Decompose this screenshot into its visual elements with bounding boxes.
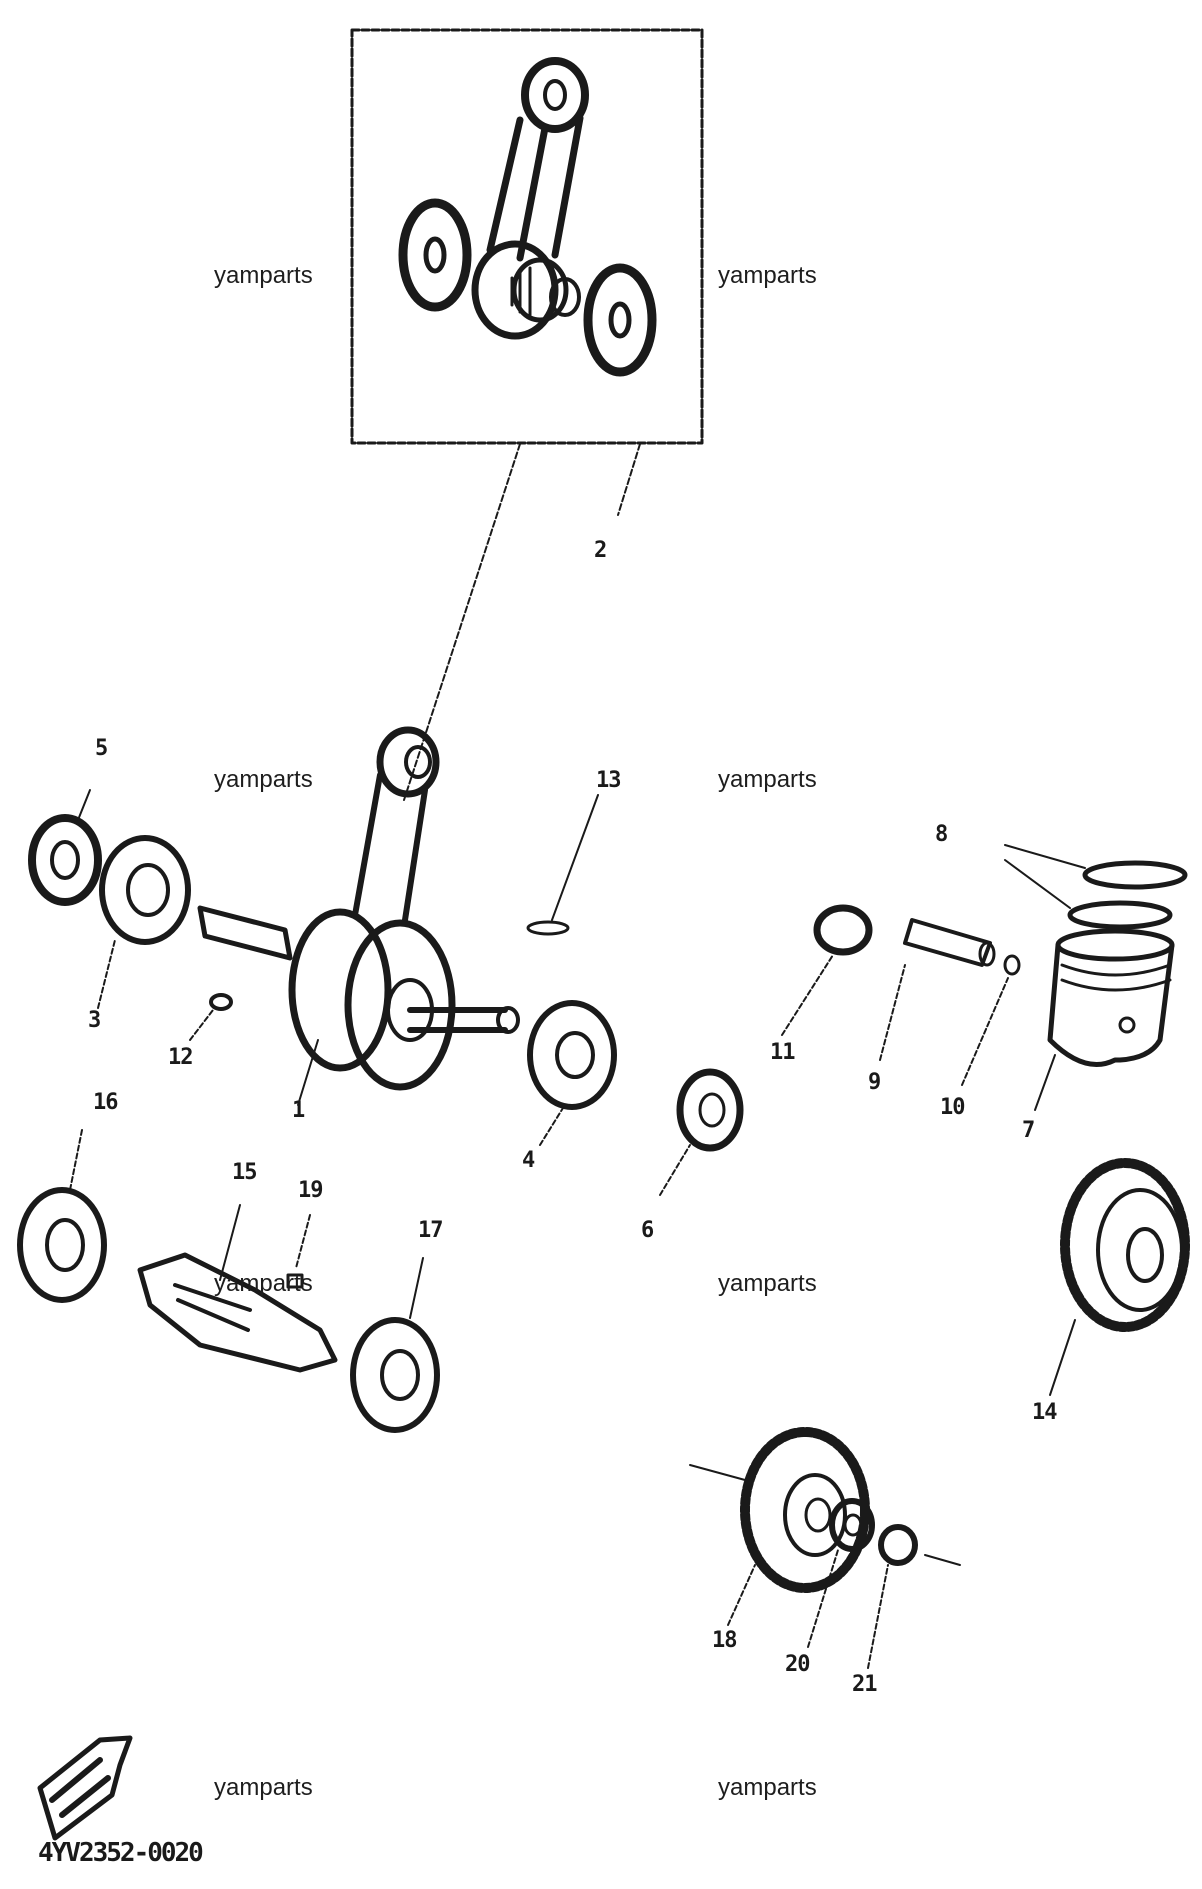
washer-20 (829, 1498, 875, 1552)
piston-ring-8b (1067, 900, 1173, 930)
callout-15: 15 (232, 1160, 257, 1185)
callout-12: 12 (168, 1045, 193, 1070)
callout-10: 10 (940, 1095, 965, 1120)
bearing-4 (527, 1000, 617, 1110)
watermark: yamparts (214, 1774, 313, 1801)
callout-16: 16 (93, 1090, 118, 1115)
watermark: yamparts (718, 262, 817, 289)
circlip-10 (1003, 954, 1021, 976)
watermark: yamparts (214, 262, 313, 289)
washer-13 (526, 920, 570, 936)
bearing-3 (99, 835, 191, 945)
piston-pin-9 (903, 918, 992, 967)
bearing-16 (17, 1187, 107, 1303)
callout-4: 4 (522, 1148, 535, 1173)
callout-18: 18 (712, 1628, 737, 1653)
callout-21: 21 (852, 1672, 877, 1697)
callout-20: 20 (785, 1652, 810, 1677)
callout-7: 7 (1022, 1118, 1035, 1143)
callout-2: 2 (594, 538, 607, 563)
crankshaft (197, 726, 520, 1091)
watermark: yamparts (718, 766, 817, 793)
leader-2 (403, 443, 521, 801)
bearing-17 (350, 1317, 440, 1433)
small-end-bearing-11 (813, 904, 873, 956)
callout-6: 6 (641, 1218, 654, 1243)
callout-8: 8 (935, 822, 948, 847)
callout-17: 17 (418, 1218, 443, 1243)
nut-21 (878, 1524, 918, 1566)
callout-13: 13 (596, 768, 621, 793)
diagram-code: 4YV2352-0020 (38, 1838, 204, 1868)
front-direction-icon (37, 1735, 133, 1841)
oil-seal-6 (676, 1068, 744, 1152)
piston-7 (1047, 928, 1175, 1067)
key-12 (209, 993, 233, 1011)
callout-19: 19 (298, 1178, 323, 1203)
callout-11: 11 (770, 1040, 795, 1065)
watermark: yamparts (214, 766, 313, 793)
balancer-shaft-15 (137, 1252, 338, 1373)
key-19 (286, 1273, 304, 1289)
callout-1: 1 (292, 1098, 305, 1123)
gear-18 (740, 1427, 870, 1593)
oil-seal-5 (28, 814, 102, 906)
watermark: yamparts (718, 1774, 817, 1801)
callout-3: 3 (88, 1008, 101, 1033)
gear-14 (1060, 1158, 1190, 1332)
watermark: yamparts (718, 1270, 817, 1297)
inset-conrod-kit-box (350, 28, 704, 445)
callout-5: 5 (95, 736, 108, 761)
piston-ring-8a (1082, 860, 1188, 890)
watermark: yamparts (214, 1270, 313, 1297)
callout-9: 9 (868, 1070, 881, 1095)
callout-14: 14 (1032, 1400, 1057, 1425)
